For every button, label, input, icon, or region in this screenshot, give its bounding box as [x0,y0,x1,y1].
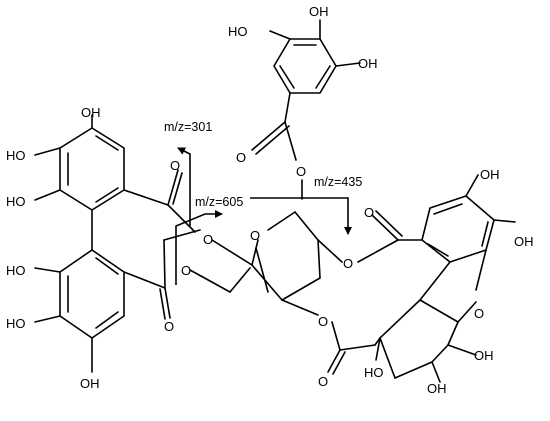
atom-labels: HO OH OH O O OH HO HO HO HO OH O O O O O… [6,4,534,396]
ester-o-label: O [296,164,306,179]
carbonyl-o-label: O [164,319,174,334]
ester-o-label: O [318,314,328,329]
oh-label: OH [80,376,100,391]
carbonyl-o-label: O [170,158,180,173]
dehydro-aromatic-ring [419,174,516,301]
hhdp-ester-linkages [159,169,201,320]
mz605-label: m/z=605 [195,195,243,209]
ho-label: HO [364,365,384,380]
ester-o-label: O [181,263,191,278]
mz435-label: m/z=435 [314,175,362,189]
hhdp-upper-ring [34,114,169,251]
fused-bicyclic-rings [374,299,477,383]
furan-o-label: O [474,306,484,321]
carbonyl-o-label: O [318,374,328,389]
ho-label: HO [6,263,26,278]
ring-o-label: O [203,232,213,247]
oh-label: HO [228,24,248,39]
ho-label: HO [6,316,26,331]
ho-label: HO [6,194,26,209]
fragment-annotations: m/z=301 m/z=605 m/z=435 [164,120,362,209]
arrow-mz301 [177,147,191,226]
oh-label: OH [514,234,534,249]
oh-label: OH [358,56,378,71]
oh-label: OH [81,105,101,120]
oh-label: OH [474,348,494,363]
hhdp-lower-ring [34,249,166,373]
fragment-arrows [175,147,352,285]
oh-label: OH [427,381,447,396]
carbonyl-o-label: O [364,205,374,220]
galloyl-ring [251,19,361,200]
oh-label: OH [309,4,329,19]
carbonyl-o-label: O [236,150,246,165]
ester-o-label: O [343,256,353,271]
mz301-label: m/z=301 [164,120,212,134]
oh-label: OH [480,167,500,182]
arrow-mz605 [175,210,223,285]
ho-label: HO [6,148,26,163]
glucose-ring [189,211,343,316]
arrow-mz435 [250,197,352,235]
pyranose-o-label: O [250,228,260,243]
right-ester-linkages [327,210,423,375]
